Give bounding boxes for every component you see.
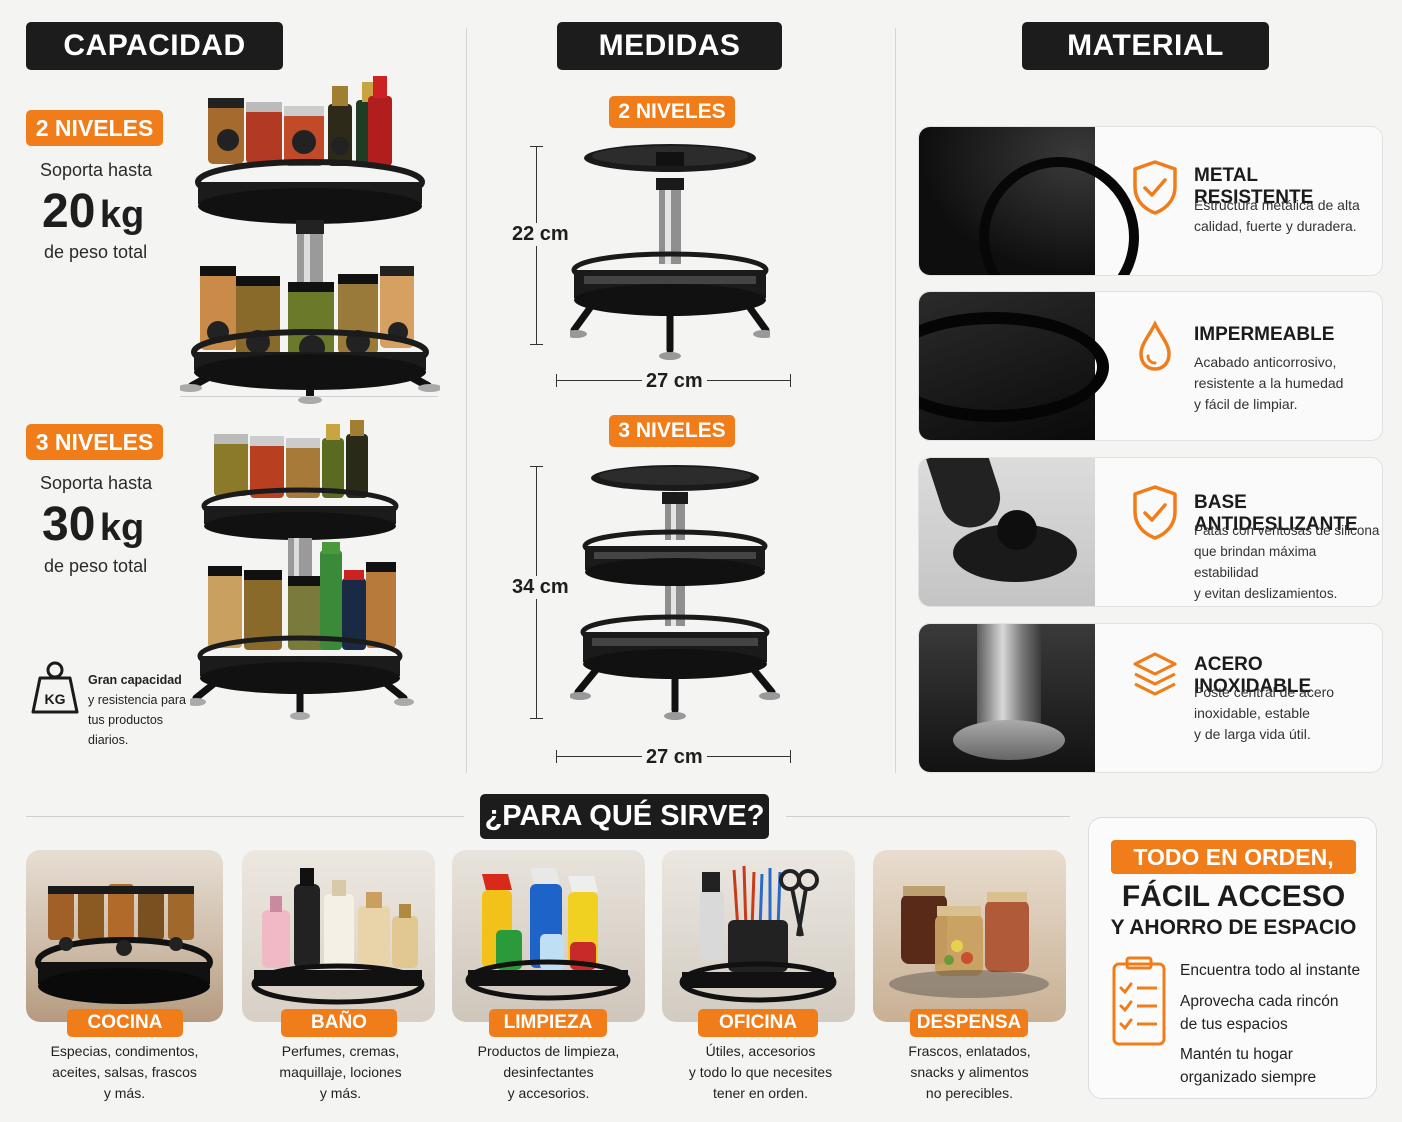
- capacity-3-unit: kg: [99, 507, 145, 549]
- material-desc-metal: Estructura metálica de alta calidad, fue…: [1194, 197, 1360, 234]
- weight-kg-icon: KG: [31, 661, 79, 714]
- use-office-photo: [662, 850, 855, 1022]
- material-title-waterproof: IMPERMEABLE: [1194, 324, 1335, 345]
- use-cleaning-photo: [452, 850, 645, 1022]
- uses-line-left: [26, 816, 464, 817]
- rack-3-dimension-image: [570, 465, 780, 720]
- use-kitchen-desc: Especias, condimentos, aceites, salsas, …: [50, 1043, 199, 1101]
- dim-3-width-label: 27 cm: [642, 746, 707, 769]
- dim-2-width-label: 27 cm: [642, 370, 707, 393]
- uses-line-right: [786, 816, 1070, 817]
- capacity-3-badge: 3 NIVELES: [26, 424, 163, 460]
- dim-2-width-cap-left: [556, 374, 557, 387]
- material-desc-waterproof: Acabado anticorrosivo, resistente a la h…: [1194, 354, 1344, 412]
- capacity-header: CAPACIDAD: [26, 22, 283, 70]
- capacity-2-value: 20: [42, 185, 96, 238]
- use-office-desc: Útiles, accesorios y todo lo que necesit…: [688, 1043, 833, 1101]
- measures-header: MEDIDAS: [557, 22, 782, 70]
- shield-check-icon: [1133, 160, 1177, 215]
- waterproof-tray-photo: [919, 292, 1109, 440]
- bottom-jars: [200, 266, 414, 361]
- use-cleaning-label: LIMPIEZA: [489, 1009, 607, 1037]
- material-card-steel: ACERO INOXIDABLE Poste central de acero …: [918, 623, 1383, 773]
- divider-right: [895, 28, 896, 773]
- dim-2-height-label: 22 cm: [510, 223, 571, 246]
- measures-2-badge: 2 NIVELES: [609, 96, 735, 128]
- capacity-3-value: 30: [42, 498, 96, 551]
- use-pantry-label: DESPENSA: [910, 1009, 1028, 1037]
- use-bathroom-desc: Perfumes, cremas, maquillaje, lociones y…: [279, 1043, 402, 1101]
- order-title: FÁCIL ACCESO: [1121, 880, 1346, 913]
- material-title-steel: ACERO INOXIDABLE: [1194, 654, 1312, 697]
- dim-3-height-cap-bottom: [530, 718, 543, 719]
- use-pantry-photo: [873, 850, 1066, 1022]
- dim-2-height-cap-top: [530, 146, 543, 147]
- uses-header: ¿PARA QUÉ SIRVE?: [480, 794, 769, 839]
- dim-2-width-cap-right: [790, 374, 791, 387]
- capacity-separator: [180, 396, 438, 397]
- material-title-nonslip: BASE ANTIDESLIZANTE: [1194, 492, 1358, 535]
- capacity-2-supports: Soporta hasta: [40, 160, 153, 180]
- suction-foot-photo: [919, 458, 1095, 606]
- capacity-extra-title: Gran capacidad: [88, 673, 182, 687]
- capacity-3-weight: 30 kg: [42, 497, 144, 552]
- use-bathroom-photo: [242, 850, 435, 1022]
- capacity-2-badge: 2 NIVELES: [26, 110, 163, 146]
- dim-3-width-cap-right: [790, 750, 791, 763]
- use-office-label: OFICINA: [698, 1009, 818, 1037]
- layers-icon: [1133, 652, 1177, 696]
- material-desc-nonslip: Patas con ventosas de silicona que brind…: [1194, 523, 1380, 601]
- dim-2-height-cap-bottom: [530, 344, 543, 345]
- top-jars: [208, 76, 392, 166]
- capacity-3-note: de peso total: [44, 556, 148, 576]
- dim-3-height-cap-top: [530, 466, 543, 467]
- steel-post-photo: [919, 624, 1095, 772]
- use-kitchen-photo: [26, 850, 223, 1022]
- use-pantry-desc: Frascos, enlatados, snacks y alimentos n…: [908, 1043, 1031, 1101]
- capacity-2-note: de peso total: [44, 242, 148, 262]
- kg-icon-text: KG: [45, 691, 66, 707]
- material-card-waterproof: IMPERMEABLE Acabado anticorrosivo, resis…: [918, 291, 1383, 441]
- divider-left: [466, 28, 467, 773]
- checklist-icon: [1112, 956, 1166, 1046]
- order-badge: TODO EN ORDEN,: [1111, 840, 1356, 874]
- dim-3-width-cap-left: [556, 750, 557, 763]
- capacity-extra-text: y resistencia para tus productos diarios…: [88, 693, 186, 747]
- material-card-metal: METAL RESISTENTE Estructura metálica de …: [918, 126, 1383, 276]
- measures-3-badge: 3 NIVELES: [609, 415, 735, 447]
- use-kitchen-label: COCINA: [67, 1009, 183, 1037]
- capacity-2-unit: kg: [99, 194, 145, 236]
- order-item-1: Encuentra todo al instante: [1180, 962, 1361, 979]
- metal-tray-photo: [919, 127, 1139, 275]
- rack-3-with-spices-image: [190, 420, 414, 720]
- shield-check-icon: [1133, 485, 1177, 540]
- material-desc-steel: Poste central de acero inoxidable, estab…: [1194, 684, 1335, 742]
- material-card-nonslip: BASE ANTIDESLIZANTE Patas con ventosas d…: [918, 457, 1383, 607]
- water-drop-icon: [1139, 320, 1171, 371]
- material-header: MATERIAL: [1022, 22, 1269, 70]
- dim-3-height-label: 34 cm: [510, 576, 571, 599]
- order-item-3: Mantén tu hogar organizado siempre: [1180, 1046, 1317, 1086]
- use-cleaning-desc: Productos de limpieza, desinfectantes y …: [477, 1043, 620, 1101]
- rack-2-with-spices-image: [180, 76, 440, 404]
- capacity-3-supports: Soporta hasta: [40, 473, 153, 493]
- order-subtitle: Y AHORRO DE ESPACIO: [1110, 916, 1357, 939]
- use-bathroom-label: BAÑO: [281, 1009, 397, 1037]
- order-box: TODO EN ORDEN, FÁCIL ACCESO Y AHORRO DE …: [1088, 817, 1377, 1099]
- capacity-extra: Gran capacidad y resistencia para tus pr…: [88, 670, 188, 750]
- rack-2-dimension-image: [570, 144, 770, 360]
- capacity-2-weight: 20 kg: [42, 184, 144, 239]
- material-title-metal: METAL RESISTENTE: [1194, 165, 1314, 208]
- order-item-2: Aprovecha cada rincón de tus espacios: [1180, 993, 1339, 1033]
